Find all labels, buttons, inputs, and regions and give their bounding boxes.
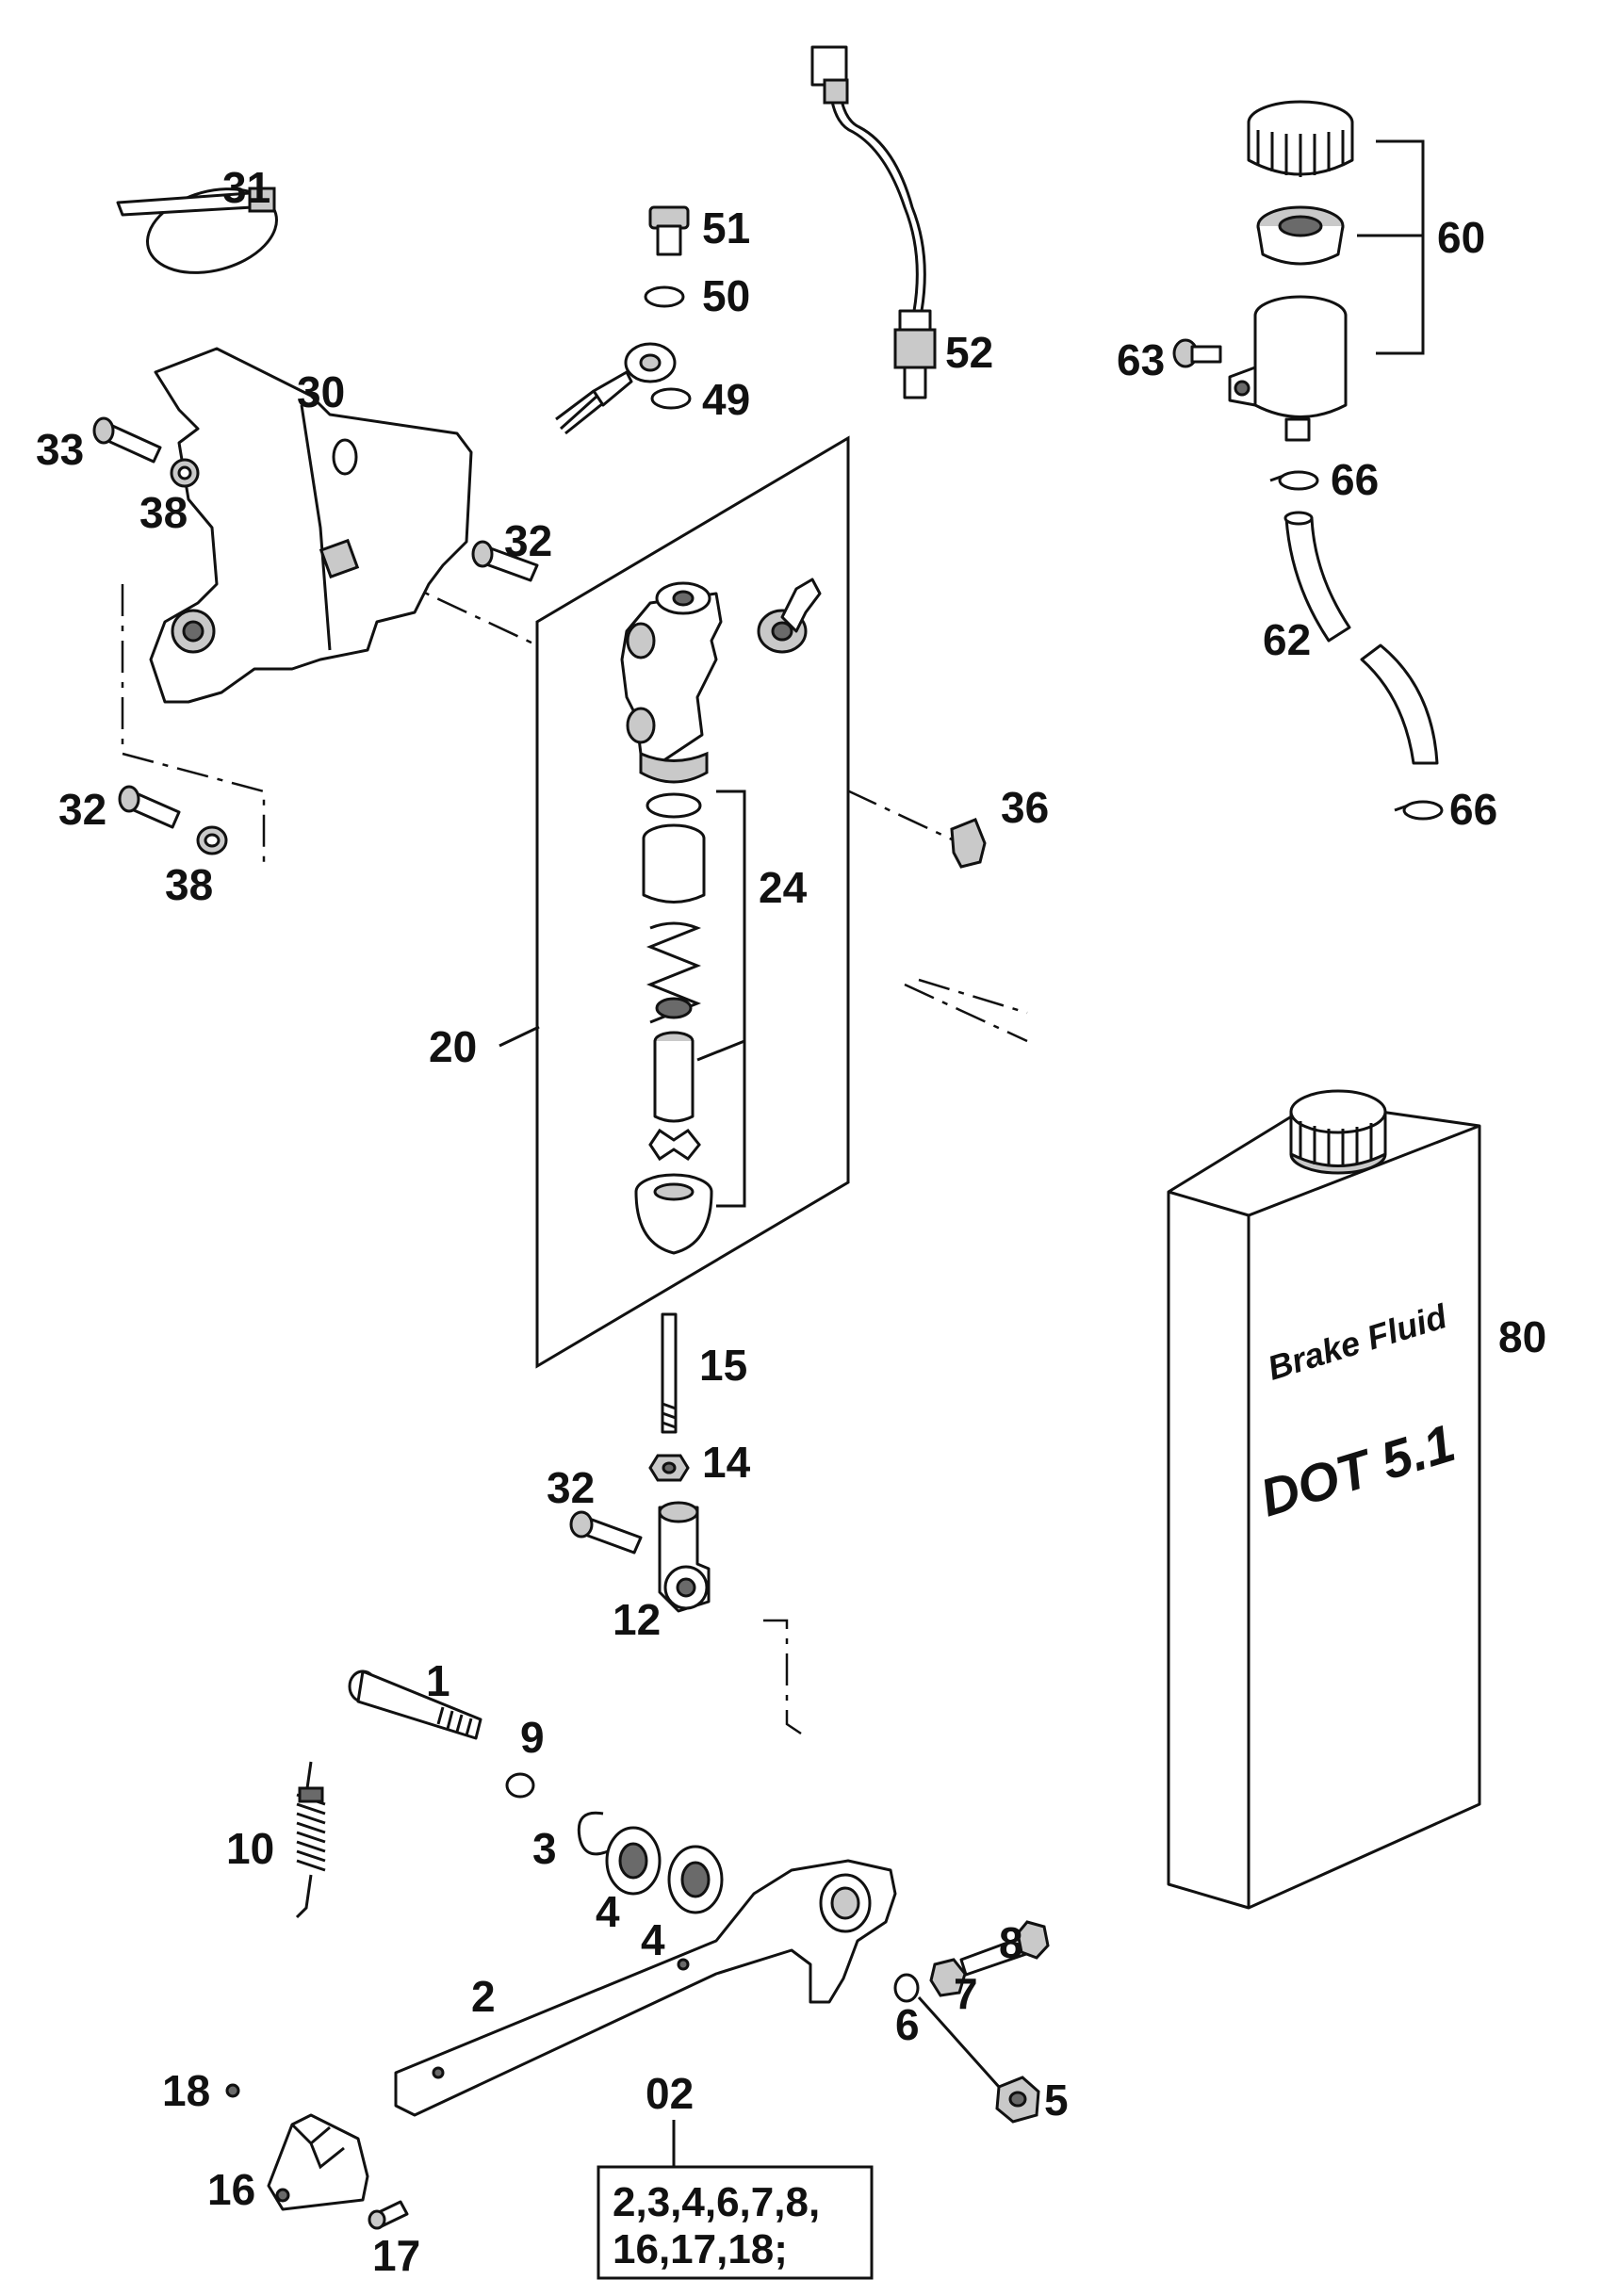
clevis bbox=[658, 1501, 711, 1613]
bolt-32-clevis bbox=[569, 1510, 643, 1555]
kit-box-line1: 2,3,4,6,7,8, bbox=[613, 2179, 820, 2225]
callout-49: 49 bbox=[702, 375, 750, 424]
washer-38-top bbox=[170, 458, 200, 488]
callout-36: 36 bbox=[1001, 783, 1049, 832]
callout-15: 15 bbox=[699, 1341, 747, 1390]
callout-62: 62 bbox=[1263, 615, 1311, 664]
washer-50 bbox=[644, 285, 685, 308]
callout-33: 33 bbox=[36, 425, 84, 474]
ball-18 bbox=[225, 2083, 240, 2098]
brake-fluid-can: Brake Fluid DOT 5.1 bbox=[1167, 1089, 1481, 1910]
nut-5 bbox=[995, 2076, 1040, 2124]
nut-36 bbox=[950, 818, 987, 869]
callout-38-top: 38 bbox=[139, 488, 188, 537]
callout-02: 02 bbox=[646, 2069, 694, 2118]
washer-38-bottom bbox=[196, 825, 228, 855]
piston bbox=[653, 1031, 695, 1123]
spring-10 bbox=[295, 1761, 326, 1919]
cylinder-sleeve bbox=[642, 823, 706, 904]
callout-32-upper: 32 bbox=[504, 516, 552, 565]
washer-9 bbox=[505, 1772, 535, 1799]
bolt-8 bbox=[959, 1920, 1050, 1977]
bolt-32-upper bbox=[471, 540, 539, 582]
callout-18: 18 bbox=[162, 2066, 210, 2115]
bolt-32-lower bbox=[118, 785, 181, 829]
callout-10: 10 bbox=[226, 1824, 274, 1873]
clamp-66-top bbox=[1269, 470, 1319, 491]
callout-31: 31 bbox=[222, 163, 270, 212]
callouts: 31 30 33 38 32 32 38 51 50 49 52 60 63 6… bbox=[36, 163, 1546, 2280]
circlip-3 bbox=[577, 1811, 609, 1856]
reservoir-insert bbox=[1256, 205, 1345, 266]
bearing-4b bbox=[667, 1845, 724, 1914]
washer-6 bbox=[893, 1973, 920, 2003]
bracket-24 bbox=[716, 790, 746, 1208]
callout-17: 17 bbox=[372, 2231, 420, 2280]
hose-62 bbox=[1283, 511, 1439, 765]
callout-20: 20 bbox=[429, 1022, 477, 1071]
clamp-66-bottom bbox=[1394, 800, 1444, 821]
callout-52: 52 bbox=[945, 328, 993, 377]
pivot-bolt-1 bbox=[348, 1669, 482, 1740]
brake-pedal bbox=[394, 1859, 897, 2117]
callout-16: 16 bbox=[207, 2165, 255, 2214]
leader-24 bbox=[696, 1039, 745, 1062]
callout-4a: 4 bbox=[596, 1887, 620, 1936]
callout-38-bottom: 38 bbox=[165, 860, 213, 909]
callout-80: 80 bbox=[1498, 1312, 1546, 1361]
callout-12: 12 bbox=[613, 1595, 661, 1644]
callout-4b: 4 bbox=[641, 1915, 665, 1964]
bearing-4a bbox=[605, 1826, 662, 1896]
callout-50: 50 bbox=[702, 271, 750, 320]
callout-1: 1 bbox=[426, 1656, 450, 1705]
leader-lines bbox=[499, 234, 1376, 1048]
callout-8: 8 bbox=[999, 1918, 1023, 1967]
master-cylinder-frame bbox=[535, 435, 850, 1369]
footpad-16 bbox=[267, 2113, 369, 2211]
o-ring bbox=[646, 792, 702, 819]
kit-box-line2: 16,17,18; bbox=[613, 2226, 788, 2272]
elbow-fitting bbox=[757, 578, 822, 654]
callout-6: 6 bbox=[895, 2000, 920, 2049]
bracket-60 bbox=[1376, 139, 1425, 355]
pushrod bbox=[661, 1312, 678, 1434]
screw-17 bbox=[368, 2200, 409, 2230]
callout-51: 51 bbox=[702, 204, 750, 252]
callout-5: 5 bbox=[1044, 2076, 1069, 2125]
axis-5 bbox=[917, 1995, 1001, 2089]
callout-9: 9 bbox=[520, 1713, 545, 1762]
reservoir-body bbox=[1228, 295, 1348, 442]
banjo-bolt-51 bbox=[648, 205, 690, 256]
nut-14 bbox=[648, 1454, 690, 1482]
callout-32-lower: 32 bbox=[58, 785, 106, 834]
banjo-fitting bbox=[555, 342, 677, 435]
brake-light-switch bbox=[810, 45, 937, 399]
callout-63: 63 bbox=[1117, 335, 1165, 384]
callout-2: 2 bbox=[471, 1972, 496, 2021]
kit-box: 2,3,4,6,7,8, 16,17,18; bbox=[597, 2120, 874, 2280]
master-cylinder-body bbox=[620, 581, 723, 784]
callout-3: 3 bbox=[532, 1824, 557, 1873]
nut-7 bbox=[929, 1958, 967, 1997]
callout-60: 60 bbox=[1437, 213, 1485, 262]
cable-tie bbox=[116, 187, 278, 274]
circlip bbox=[648, 1128, 701, 1162]
callout-7: 7 bbox=[954, 1969, 978, 2018]
callout-66-top: 66 bbox=[1331, 455, 1379, 504]
reservoir-cap bbox=[1247, 100, 1354, 177]
bolt-33 bbox=[92, 416, 162, 464]
callout-30: 30 bbox=[297, 367, 345, 416]
dust-boot bbox=[634, 1173, 713, 1255]
callout-66-bottom: 66 bbox=[1449, 785, 1497, 834]
screw-63 bbox=[1172, 338, 1222, 368]
callout-24: 24 bbox=[759, 863, 808, 912]
spring bbox=[646, 921, 702, 1024]
washer-49 bbox=[650, 387, 692, 410]
callout-32-clevis: 32 bbox=[547, 1463, 595, 1512]
bracket-plate bbox=[149, 347, 473, 704]
callout-14: 14 bbox=[702, 1438, 751, 1487]
